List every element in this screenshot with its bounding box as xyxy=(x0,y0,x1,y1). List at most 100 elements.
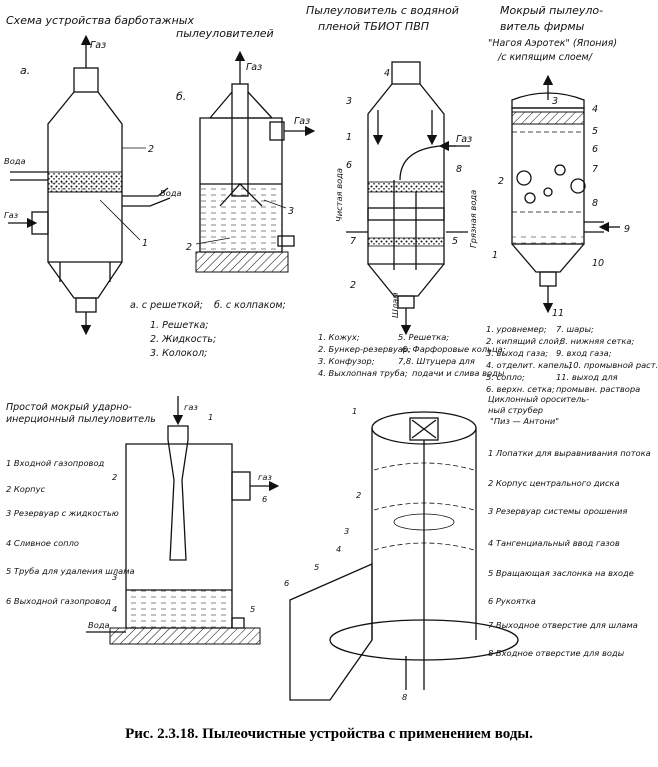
cyclone-legend-4: 4 Тангенциальный ввод газов xyxy=(488,538,620,548)
panel-impact: Простой мокрый ударно- инерционный пылеу… xyxy=(6,396,280,645)
callout-2-a: 2 xyxy=(148,144,154,155)
foam-num-7: 7 xyxy=(350,236,356,247)
barbotage-title-2: пылеуловителей xyxy=(176,27,274,40)
impact-num-1: 1 xyxy=(208,412,213,422)
cyclone-num-6: 6 xyxy=(284,578,289,588)
wet-legend-6: 9. вход газа; xyxy=(556,348,612,358)
cyclone-legend-6: 6 Рукоятка xyxy=(488,596,536,606)
wet-title-3: "Нагоя Аэротек" (Япония) xyxy=(488,38,617,49)
foam-num-8: 8 xyxy=(456,164,462,175)
gas-outlet-label-a: Газ xyxy=(90,40,106,51)
impact-num-4: 4 xyxy=(112,604,117,614)
wet-num-6: 6 xyxy=(592,144,598,155)
cyclone-num-4: 4 xyxy=(336,544,341,554)
cyclone-title-2: ный струбер xyxy=(488,405,543,415)
panel-wet: Мокрый пылеуло- витель фирмы "Нагоя Аэро… xyxy=(486,4,658,394)
wet-legend-10: 11. выход для xyxy=(556,372,618,382)
foam-legend-1: 1. Кожух; xyxy=(318,332,360,342)
variant-b-text: б. с колпаком; xyxy=(214,300,286,311)
panel-cyclone: Циклонный ороситель- ный струбер "Пиз — … xyxy=(284,394,651,702)
cyclone-legend-7: 7 Выходное отверстие для шлама xyxy=(488,620,638,630)
wet-title-2: витель фирмы xyxy=(500,20,585,33)
impact-title-2: инерционный пылеуловитель xyxy=(6,414,156,425)
impact-legend-3: 3 Резервуар с жидкостью xyxy=(6,508,119,518)
gas-inlet-label-a: Газ xyxy=(4,210,19,220)
foam-title-2: пленой ТБИОТ ПВП xyxy=(318,20,429,33)
callout-2-b: 2 xyxy=(186,242,192,253)
foam-title-1: Пылеуловитель с водяной xyxy=(306,4,459,17)
impact-legend-6: 6 Выходной газопровод xyxy=(6,596,111,606)
cyclone-num-2: 2 xyxy=(356,490,361,500)
wet-num-3: 3 xyxy=(552,96,558,107)
cyclone-legend-8: 8 Входное отверстие для воды xyxy=(488,648,625,658)
panel-foam: Пылеуловитель с водяной пленой ТБИОТ ПВП… xyxy=(306,4,506,378)
wet-title-1: Мокрый пылеуло- xyxy=(500,4,603,17)
foam-num-4: 4 xyxy=(384,68,390,79)
wet-legend-7: 4. отделит. капель; xyxy=(486,360,572,370)
wet-legend-5: 3. выход газа; xyxy=(486,348,548,358)
label-variant-a: а. xyxy=(20,64,30,77)
barbotage-title-1: Схема устройства барботажных xyxy=(6,14,194,27)
impact-legend-2: 2 Корпус xyxy=(6,484,45,494)
impact-num-5: 5 xyxy=(250,604,255,614)
wet-legend-3: 2. кипящий слой; xyxy=(486,336,562,346)
wet-num-9: 9 xyxy=(624,224,630,235)
cyclone-title-1: Циклонный ороситель- xyxy=(488,394,589,404)
wet-num-2: 2 xyxy=(498,176,504,187)
cyclone-num-8: 8 xyxy=(402,692,407,702)
wet-legend-9: 5. сопло; xyxy=(486,372,525,382)
barbotage-legend-2: 2. Жидкость; xyxy=(150,334,216,345)
foam-num-2: 2 xyxy=(350,280,356,291)
impact-gas-top: газ xyxy=(184,402,198,412)
wet-num-4: 4 xyxy=(592,104,598,115)
panel-barbotage: Схема устройства барботажных пылеуловите… xyxy=(4,14,316,359)
foam-legend-4: 6. Фарфоровые кольца; xyxy=(402,344,506,354)
impact-num-6: 6 xyxy=(262,494,267,504)
foam-num-3: 3 xyxy=(346,96,352,107)
foam-num-6: 6 xyxy=(346,160,352,171)
foam-legend-5: 3. Конфузор; xyxy=(318,356,375,366)
impact-legend-1: 1 Входной газопровод xyxy=(6,458,105,468)
wet-legend-8: 10. промывной раст. xyxy=(568,360,658,370)
gas-inlet-label-b: Газ xyxy=(246,62,262,73)
cyclone-legend-5: 5 Вращающая заслонка на входе xyxy=(488,568,634,578)
cyclone-legend-1: 1 Лопатки для выравнивания потока xyxy=(488,448,651,458)
variant-a-text: а. с решеткой; xyxy=(130,300,203,311)
impact-num-2: 2 xyxy=(112,472,117,482)
cyclone-legend-2: 2 Корпус центрального диска xyxy=(488,478,620,488)
impact-water-label: Вода xyxy=(88,620,110,630)
foam-legend-3: 2. Бункер-резервуар; xyxy=(318,344,411,354)
wet-num-5: 5 xyxy=(592,126,598,137)
cyclone-num-5: 5 xyxy=(314,562,319,572)
clean-water-label: Чистая вода xyxy=(334,168,344,222)
impact-legend-4: 4 Сливное сопло xyxy=(6,538,79,548)
barbotage-legend-3: 3. Колокол; xyxy=(150,348,207,359)
gas-outlet-label-b: Газ xyxy=(294,116,310,127)
impact-num-3: 3 xyxy=(112,572,117,582)
foam-legend-2: 5. Решетка; xyxy=(398,332,449,342)
wet-num-10: 10 xyxy=(592,258,604,269)
wet-num-8: 8 xyxy=(592,198,598,209)
cyclone-num-3: 3 xyxy=(344,526,349,536)
cyclone-num-1: 1 xyxy=(352,406,357,416)
apparatus-a: Газ Вода Вода Газ 2 1 xyxy=(4,34,182,336)
water-outlet-label-a: Вода xyxy=(160,188,182,198)
wet-legend-1: 1. уровнемер; xyxy=(486,324,547,334)
wet-num-1: 1 xyxy=(492,250,498,261)
impact-legend-5: 5 Труба для удаления шлама xyxy=(6,566,135,576)
wet-legend-12: промывн. раствора xyxy=(556,384,640,394)
foam-legend-6: 7,8. Штуцера для xyxy=(398,356,475,366)
water-inlet-label-a: Вода xyxy=(4,156,26,166)
wet-legend-2: 7. шары; xyxy=(556,324,594,334)
foam-legend-7: 4. Выхлопная труба; xyxy=(318,368,408,378)
apparatus-b: Газ Газ 3 2 xyxy=(186,50,316,273)
figure-caption: Рис. 2.3.18. Пылеочистные устройства с п… xyxy=(125,726,533,742)
foam-legend-8: подачи и слива воды xyxy=(412,368,505,378)
wet-legend-4: 8. нижняя сетка; xyxy=(560,336,634,346)
impact-title-1: Простой мокрый ударно- xyxy=(6,402,132,413)
wet-legend-11: 6. верхн. сетка; xyxy=(486,384,555,394)
wet-num-7: 7 xyxy=(592,164,598,175)
sludge-label: Шлам xyxy=(390,292,400,318)
cyclone-title-3: "Пиз — Антони" xyxy=(490,416,559,426)
